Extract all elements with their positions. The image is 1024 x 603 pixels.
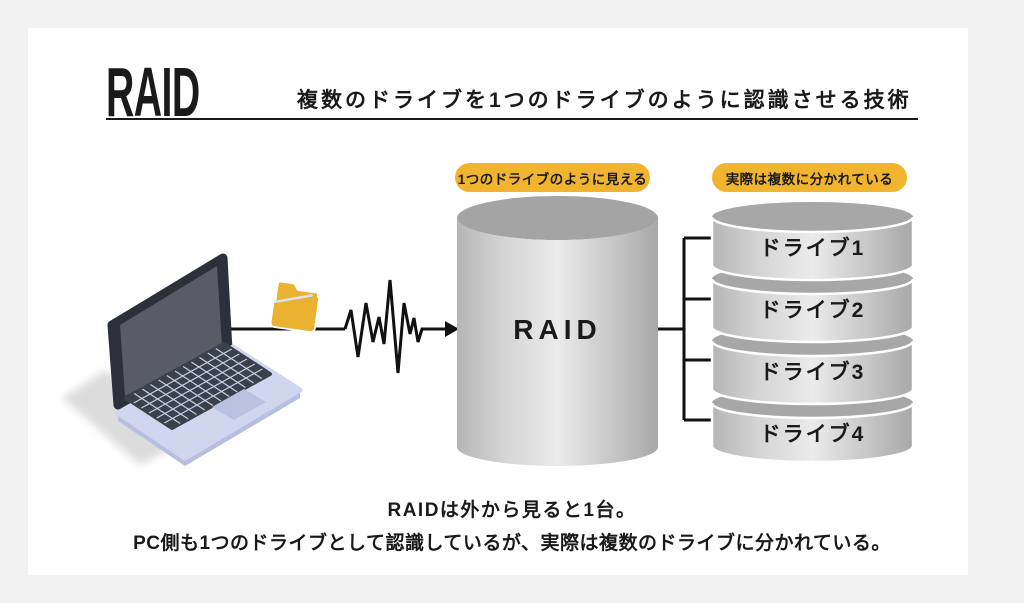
drive-stack <box>710 202 915 464</box>
raid-badge: 1つのドライブのように見える <box>455 163 650 192</box>
folder-icon <box>269 278 321 333</box>
raid-cylinder-label: RAID <box>513 314 602 345</box>
page-subtitle: 複数のドライブを1つのドライブのように認識させる技術 <box>297 89 912 112</box>
drive1-body <box>710 216 915 282</box>
drive2-label: ドライブ2 <box>759 299 866 322</box>
laptop-trackpad <box>212 389 266 420</box>
folder-fold-line <box>274 293 313 304</box>
arrow-right-icon <box>445 321 459 337</box>
folder-front <box>271 295 319 332</box>
drive4-body <box>710 402 915 464</box>
raid-cylinder <box>457 196 658 466</box>
drive3-label: ドライブ3 <box>759 361 866 384</box>
header-underline <box>106 118 918 120</box>
drive3-body <box>710 340 915 406</box>
raid-cylinder-top <box>457 196 658 240</box>
laptop-screen <box>120 266 222 396</box>
drive1-label: ドライブ1 <box>759 237 866 260</box>
signal-wave-icon <box>343 279 449 374</box>
caption-line1: RAIDは外から見ると1台。 <box>387 500 637 521</box>
drive4-label: ドライブ4 <box>759 423 866 446</box>
drive2-body <box>710 278 915 344</box>
laptop-icon <box>62 253 303 466</box>
laptop-base-edge <box>118 390 300 466</box>
page-title: RAID <box>106 53 200 131</box>
drives-badge: 実際は複数に分かれている <box>712 163 907 192</box>
caption-line2: PC側も1つのドライブとして認識しているが、実際は複数のドライブに分かれている。 <box>133 533 891 554</box>
keyboard-keys <box>133 347 263 425</box>
raid-to-drives-connector <box>658 236 712 422</box>
drive1-rim <box>712 202 913 232</box>
raid-cylinder-body <box>457 218 658 466</box>
